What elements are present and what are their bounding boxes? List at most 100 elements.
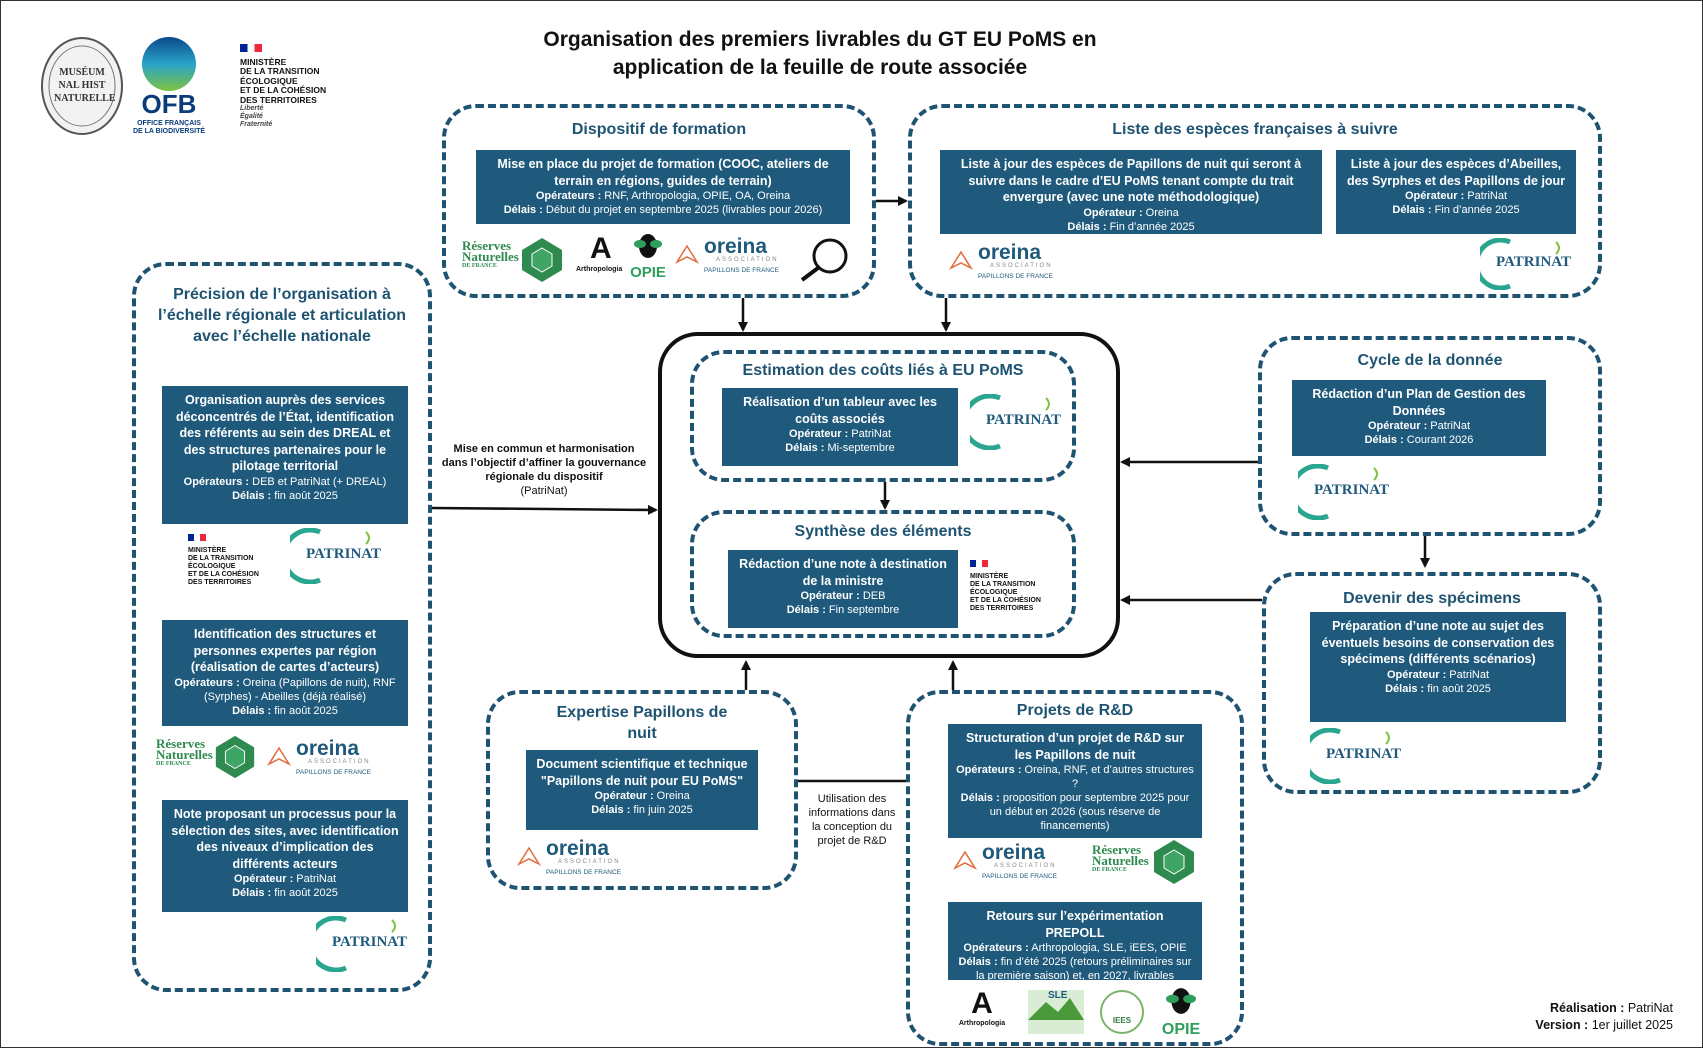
oreina-text: oreina bbox=[982, 841, 1046, 864]
opie-text: OPIE bbox=[630, 264, 666, 281]
opie-logo: OPIE bbox=[628, 232, 668, 284]
card-title: Document scientifique et technique "Papi… bbox=[536, 757, 748, 788]
card-title: Liste à jour des espèces de Papillons de… bbox=[960, 157, 1302, 204]
arthropologia-a-icon: A bbox=[971, 987, 993, 1020]
turtle-shell-icon bbox=[215, 735, 255, 779]
precision-card-1: Organisation auprès des services déconce… bbox=[162, 386, 408, 524]
sle-logo: SLE bbox=[1028, 990, 1084, 1034]
iees-text: IEES bbox=[1112, 1016, 1132, 1025]
card-operators: Opérateur : PatriNat bbox=[233, 873, 337, 885]
arthropologia-a-icon: A bbox=[590, 232, 612, 265]
rd-card-2: Retours sur l’expérimentation PREPOLL Op… bbox=[948, 902, 1202, 996]
oreina-text: oreina bbox=[978, 241, 1042, 264]
landscape-icon bbox=[1028, 998, 1084, 1020]
couts-card: Réalisation d’un tableur avec les coûts … bbox=[722, 388, 958, 466]
card-deadline: Délais : Mi-septembre bbox=[785, 442, 895, 454]
card-title: Préparation d’une note au sujet des éven… bbox=[1321, 619, 1555, 666]
oreina-sub: ASSOCIATION bbox=[990, 263, 1053, 269]
ministry-logo: MINISTÈRE DE LA TRANSITION ÉCOLOGIQUE ET… bbox=[970, 560, 1060, 613]
patrinat-logo: PATRINAT bbox=[307, 915, 407, 973]
card-operators: Opérateurs : Oreina, RNF, et d’autres st… bbox=[956, 764, 1194, 790]
patrinat-text: PATRINAT bbox=[1326, 746, 1401, 762]
page-title-line2: application de la feuille de route assoc… bbox=[612, 56, 1028, 79]
group-synthese: Synthèse des éléments Rédaction d’une no… bbox=[690, 510, 1076, 638]
sle-text: SLE bbox=[1048, 990, 1068, 1001]
ofb-subtext-1: OFFICE FRANÇAIS bbox=[137, 120, 201, 127]
card-deadline: Délais : Fin d’année 2025 bbox=[1067, 220, 1195, 233]
ministry-line: ÉCOLOGIQUE bbox=[240, 75, 298, 86]
patrinat-logo: PATRINAT bbox=[1289, 463, 1389, 521]
oreina-logo: oreina ASSOCIATION PAPILLONS DE FRANCE bbox=[266, 736, 396, 782]
card-operators: Opérateur : PatriNat bbox=[1404, 190, 1508, 202]
ministry-line: ET DE LA COHÉSION bbox=[240, 85, 327, 95]
central-container bbox=[658, 332, 1120, 658]
group-formation: Dispositif de formation Mise en place du… bbox=[442, 104, 876, 298]
synthese-card: Rédaction d’une note à destination de la… bbox=[728, 550, 958, 628]
reserves-naturelles-logo: Réserves Naturelles DE FRANCE bbox=[156, 734, 266, 780]
card-title: Rédaction d’une note à destination de la… bbox=[739, 557, 947, 588]
opie-insect-icon bbox=[1166, 988, 1196, 1014]
cycle-card: Rédaction d’un Plan de Gestion des Donné… bbox=[1292, 380, 1546, 456]
ofb-logo-text: OFB bbox=[141, 89, 197, 119]
reserves-naturelles-logo: Réserves Naturelles DE FRANCE bbox=[1092, 838, 1202, 888]
card-deadline: Délais : Fin d’année 2025 bbox=[1392, 204, 1520, 216]
group-liste-title: Liste des espèces françaises à suivre bbox=[1112, 121, 1398, 138]
card-title: Structuration d’un projet de R&D sur les… bbox=[965, 731, 1185, 762]
card-operators: Opérateurs : RNF, Arthropologia, OPIE, O… bbox=[535, 190, 791, 202]
magnifier-icon bbox=[800, 238, 848, 282]
group-liste: Liste des espèces françaises à suivre Li… bbox=[908, 104, 1602, 298]
group-precision-title: Précision de l’organisation à l’échelle … bbox=[157, 286, 407, 345]
reserves-text: DE FRANCE bbox=[462, 263, 497, 269]
reserves-naturelles-logo: Réserves Naturelles DE FRANCE bbox=[462, 236, 572, 282]
ministry-motto: Fraternité bbox=[240, 121, 273, 128]
card-title: Rédaction d’un Plan de Gestion des Donné… bbox=[1312, 387, 1526, 418]
card-operators: Opérateur : Oreina bbox=[1083, 206, 1179, 219]
rd-card-1: Structuration d’un projet de R&D sur les… bbox=[948, 724, 1202, 838]
french-flag-icon bbox=[240, 44, 262, 52]
card-operators: Opérateur : PatriNat bbox=[1386, 668, 1490, 681]
liste-card-2: Liste à jour des espèces d’Abeilles, des… bbox=[1336, 150, 1576, 234]
oreina-sub: PAPILLONS DE FRANCE bbox=[978, 273, 1054, 280]
arthropologia-logo: A Arthropologia bbox=[576, 232, 624, 284]
oreina-text: oreina bbox=[296, 737, 360, 760]
patrinat-logo: PATRINAT bbox=[1301, 727, 1401, 785]
card-deadline: Délais : fin août 2025 bbox=[1385, 682, 1491, 695]
patrinat-text: PATRINAT bbox=[306, 546, 381, 562]
ministry-logo: MINISTÈRE DE LA TRANSITION ÉCOLOGIQUE ET… bbox=[188, 534, 278, 587]
oreina-sub: PAPILLONS DE FRANCE bbox=[704, 267, 780, 274]
card-title: Retours sur l’expérimentation PREPOLL bbox=[986, 909, 1164, 940]
card-operators: Opérateurs : Oreina (Papillons de nuit),… bbox=[174, 676, 396, 703]
oreina-logo: oreina ASSOCIATION PAPILLONS DE FRANCE bbox=[674, 234, 804, 280]
ministry-line: MINISTÈRE bbox=[240, 56, 287, 67]
card-title: Réalisation d’un tableur avec les coûts … bbox=[743, 395, 937, 426]
card-deadline: Délais : Début du projet en septembre 20… bbox=[503, 204, 823, 216]
moth-icon bbox=[516, 846, 542, 866]
footer: Réalisation : PatriNat Version : 1er jui… bbox=[1535, 1000, 1673, 1034]
moth-icon bbox=[948, 250, 974, 270]
patrinat-text: PATRINAT bbox=[1314, 482, 1389, 498]
footer-version: Version : 1er juillet 2025 bbox=[1535, 1018, 1673, 1032]
group-couts: Estimation des coûts liés à EU PoMS Réal… bbox=[690, 350, 1076, 482]
arthropologia-text: Arthropologia bbox=[958, 1020, 1006, 1027]
mise-en-commun-note: Mise en commun et harmonisation dans l’o… bbox=[440, 442, 648, 498]
precision-card-3: Note proposant un processus pour la séle… bbox=[162, 800, 408, 912]
moth-icon bbox=[952, 850, 978, 870]
group-precision: Précision de l’organisation à l’échelle … bbox=[132, 262, 432, 992]
ministry-line: DES TERRITOIRES bbox=[240, 94, 317, 105]
card-operators: Opérateur : PatriNat bbox=[788, 428, 892, 440]
card-deadline: Délais : fin août 2025 bbox=[232, 489, 338, 502]
ministry-motto: Égalité bbox=[240, 113, 263, 120]
formation-card: Mise en place du projet de formation (CO… bbox=[476, 150, 850, 224]
ofb-globe-icon bbox=[142, 37, 196, 91]
arthropologia-logo: A Arthropologia bbox=[954, 988, 1010, 1038]
page-title: Organisation des premiers livrables du G… bbox=[520, 26, 1120, 82]
oreina-sub: ASSOCIATION bbox=[716, 257, 779, 263]
card-operators: Opérateur : DEB bbox=[800, 590, 886, 602]
card-deadline: Délais : fin août 2025 bbox=[232, 887, 338, 899]
card-operators: Opérateurs : Arthropologia, SLE, iEES, O… bbox=[963, 942, 1187, 954]
patrinat-logo: PATRINAT bbox=[281, 527, 381, 585]
footer-realisation: Réalisation : PatriNat bbox=[1550, 1001, 1673, 1015]
card-operators: Opérateur : Oreina bbox=[594, 790, 690, 802]
card-deadline: Délais : fin juin 2025 bbox=[591, 804, 693, 816]
oreina-logo: oreina ASSOCIATION PAPILLONS DE FRANCE bbox=[516, 836, 646, 882]
